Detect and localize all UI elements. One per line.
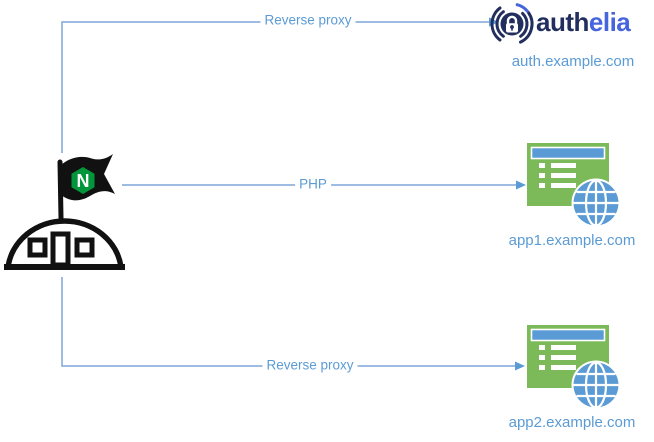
app-list-lines — [539, 345, 576, 370]
edge-label-reverse-proxy-bottom: Reverse proxy — [262, 358, 358, 374]
nginx-camp-icon: N — [4, 154, 125, 270]
app2-node — [524, 322, 624, 414]
camp-window-right — [74, 237, 95, 258]
globe-icon — [571, 360, 621, 410]
authelia-caption: auth.example.com — [511, 53, 635, 70]
web-app-icon — [527, 325, 621, 410]
nginx-letter: N — [77, 171, 90, 191]
authelia-wordmark: authelia — [536, 7, 631, 38]
edge-label-reverse-proxy-top: Reverse proxy — [260, 13, 356, 29]
connector-reverse-proxy-bottom — [61, 277, 516, 367]
app1-node — [524, 140, 624, 232]
authelia-node — [486, 0, 538, 52]
connector-reverse-proxy-top — [61, 21, 489, 153]
keyhole-icon — [510, 25, 514, 29]
app-list-lines — [539, 163, 576, 188]
camp-window-left — [27, 237, 48, 258]
app1-caption: app1.example.com — [508, 232, 636, 249]
app-titlebar — [530, 146, 606, 160]
authelia-logo-icon — [490, 3, 534, 44]
nginx-server-node: N — [2, 150, 127, 275]
app2-caption: app2.example.com — [508, 414, 636, 431]
camp-door — [50, 231, 71, 268]
authelia-wordmark-primary: auth — [536, 7, 589, 37]
web-app-icon — [527, 143, 621, 228]
padlock-shackle — [506, 15, 518, 24]
globe-icon — [571, 178, 621, 228]
arrowhead-icon — [515, 361, 525, 371]
app-titlebar — [530, 328, 606, 342]
keyhole-slot — [511, 27, 513, 31]
nginx-hexagon-icon — [71, 167, 95, 194]
edge-label-php: PHP — [295, 177, 331, 193]
arrowhead-icon — [516, 180, 526, 190]
authelia-wordmark-accent: elia — [588, 7, 631, 37]
